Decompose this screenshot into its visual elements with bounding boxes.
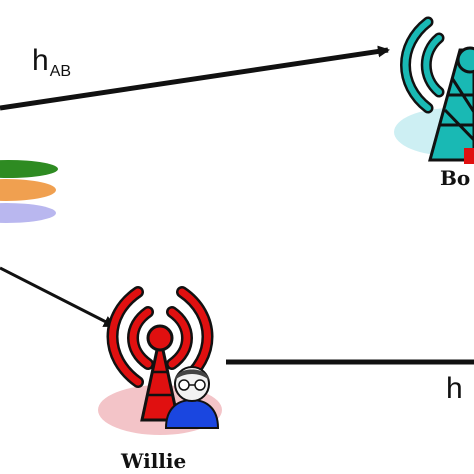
alice-beam-icon: [0, 160, 58, 223]
link-alice-willie: [0, 266, 116, 328]
label-h-ab: hAB: [32, 44, 71, 81]
willie-person-icon: [164, 366, 220, 429]
beam-lavender: [0, 203, 56, 223]
beam-green: [0, 160, 58, 178]
bob-tower-icon: [394, 16, 474, 164]
label-h-willie-bob: h: [446, 372, 464, 409]
willie-label: Willie: [121, 449, 187, 473]
label-h-ab-main: h: [32, 44, 49, 77]
label-h-willie-bob-main: h: [446, 372, 463, 405]
bob-label: Bo: [440, 166, 471, 190]
link-alice-bob: [0, 45, 390, 111]
beam-orange: [0, 179, 56, 201]
label-h-ab-sub: AB: [49, 63, 72, 80]
